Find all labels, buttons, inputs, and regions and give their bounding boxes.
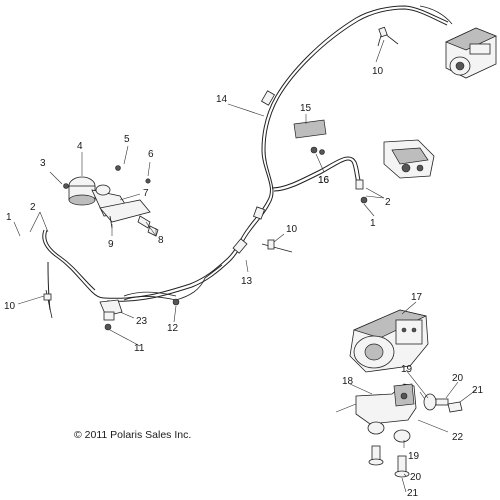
callout-21-upper: 21 xyxy=(472,385,484,396)
callout-16: 16 xyxy=(318,175,330,186)
callout-20-upper: 20 xyxy=(452,373,464,384)
callout-23: 23 xyxy=(136,316,148,327)
callout-16: 16 xyxy=(318,175,330,186)
clip-bracket-23 xyxy=(99,298,180,331)
clamps-10 xyxy=(43,26,399,319)
abs-module-17 xyxy=(349,309,429,373)
callout-1-left: 1 xyxy=(6,212,12,223)
callout-2-right: 2 xyxy=(385,197,391,208)
main-brake-line xyxy=(103,5,449,302)
callout-20-lower: 20 xyxy=(410,472,422,483)
mount-bracket-18 xyxy=(355,383,463,478)
callout-5: 5 xyxy=(124,134,130,145)
callouts: 1 2 3 4 5 6 7 8 9 10 11 12 13 14 15 16 1… xyxy=(4,66,484,499)
callout-15: 15 xyxy=(300,103,312,114)
callout-19-lower: 19 xyxy=(408,451,420,462)
callout-3: 3 xyxy=(40,158,46,169)
callout-18: 18 xyxy=(342,376,354,387)
master-cylinder xyxy=(63,165,159,237)
leader-lines xyxy=(13,39,477,493)
callout-13: 13 xyxy=(241,276,253,287)
callout-8: 8 xyxy=(158,235,164,246)
lower-left-lines xyxy=(42,229,223,311)
callout-21-lower: 21 xyxy=(407,488,419,499)
bracket-plate-15 xyxy=(293,119,327,155)
callout-4: 4 xyxy=(77,141,83,152)
callout-7: 7 xyxy=(143,188,149,199)
callout-19-upper: 19 xyxy=(401,364,413,375)
caliper-right xyxy=(360,139,435,204)
copyright-notice: © 2011 Polaris Sales Inc. xyxy=(74,429,191,441)
callout-2-left: 2 xyxy=(30,202,36,213)
abs-unit-top xyxy=(419,5,497,79)
callout-11: 11 xyxy=(134,343,145,354)
callout-1-right: 1 xyxy=(370,218,376,229)
callout-6: 6 xyxy=(148,149,154,160)
callout-10-top: 10 xyxy=(372,66,384,77)
callout-12: 12 xyxy=(167,323,179,334)
callout-22: 22 xyxy=(452,432,464,443)
callout-9: 9 xyxy=(108,239,114,250)
callout-10-left: 10 xyxy=(4,301,16,312)
callout-10-middle: 10 xyxy=(286,224,298,235)
callout-17: 17 xyxy=(411,292,423,303)
callout-14: 14 xyxy=(216,94,228,105)
